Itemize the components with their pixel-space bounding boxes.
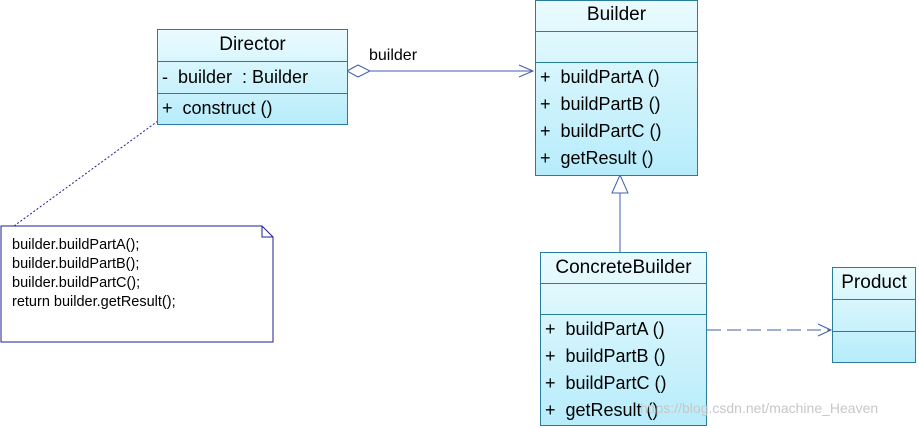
- product-class-name: Product: [841, 272, 907, 293]
- generalization-triangle: [611, 173, 629, 194]
- director-attribute: - builder : Builder: [162, 67, 309, 87]
- builder-operation: + buildPartB (): [540, 94, 661, 114]
- note-anchor-line: [13, 109, 174, 227]
- director-class[interactable]: Director - builder : Builder + construct…: [157, 29, 348, 125]
- association-role-label: builder: [369, 47, 418, 64]
- builder-operation: + buildPartC (): [540, 121, 662, 141]
- concrete-builder-class[interactable]: ConcreteBuilder + buildPartA () + buildP…: [540, 252, 707, 426]
- concrete-builder-operation: + getResult (): [545, 400, 659, 420]
- association-arrowhead: [518, 64, 535, 78]
- note-line: return builder.getResult();: [12, 294, 176, 310]
- product-attributes-compartment: [833, 299, 915, 331]
- note-line: builder.buildPartA();: [12, 237, 140, 253]
- product-class[interactable]: Product: [832, 267, 916, 363]
- note-line: builder.buildPartC();: [12, 275, 141, 291]
- director-operation: + construct (): [162, 98, 273, 118]
- builder-class[interactable]: Builder + buildPartA () + buildPartB () …: [535, 0, 698, 176]
- concrete-builder-operation: + buildPartA (): [545, 319, 665, 339]
- note-outline: [0, 225, 274, 343]
- builder-operation: + buildPartA (): [540, 67, 660, 87]
- watermark-text: https://blog.csdn.net/machine_Heaven: [640, 400, 879, 416]
- builder-operation: + getResult (): [540, 148, 654, 168]
- construct-note[interactable]: builder.buildPartA(); builder.buildPartB…: [1, 226, 273, 342]
- product-operations-compartment: [833, 331, 915, 362]
- concrete-builder-operation: + buildPartB (): [545, 346, 666, 366]
- dependency-arrowhead: [817, 323, 833, 337]
- concrete-builder-attributes-compartment: [541, 283, 706, 314]
- concrete-builder-class-name: ConcreteBuilder: [555, 257, 692, 278]
- builder-class-name: Builder: [586, 4, 647, 25]
- concrete-builder-operation: + buildPartC (): [545, 373, 667, 393]
- note-fold: [261, 226, 273, 238]
- builder-attributes-compartment: [536, 31, 697, 62]
- director-class-name: Director: [219, 34, 286, 55]
- aggregation-diamond: [345, 64, 372, 78]
- note-line: builder.buildPartB();: [12, 256, 140, 272]
